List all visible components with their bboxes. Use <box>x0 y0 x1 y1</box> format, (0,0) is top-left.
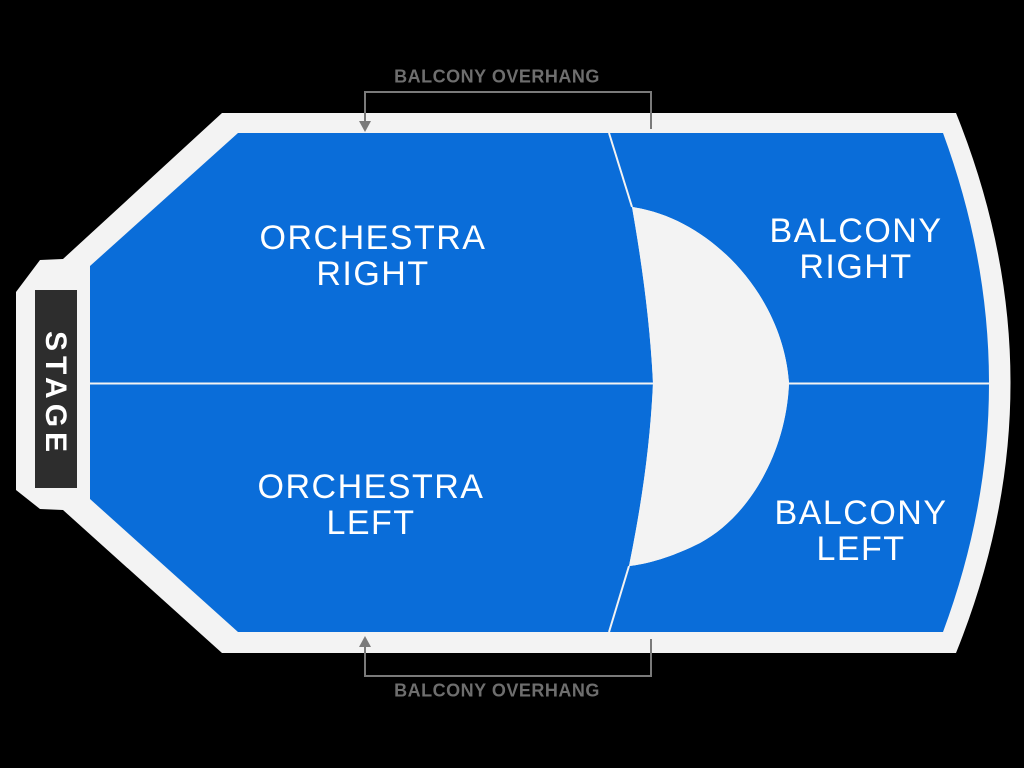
balcony-overhang-label-top: BALCONY OVERHANG <box>394 66 600 87</box>
section-balcony-right[interactable] <box>609 133 989 383</box>
section-orchestra-right[interactable] <box>90 133 653 383</box>
section-orchestra-left[interactable] <box>90 384 653 632</box>
orchestra-balcony-divider-top <box>608 132 633 208</box>
balcony-overhang-label-bottom: BALCONY OVERHANG <box>394 680 600 701</box>
arrow-up-icon <box>359 636 371 647</box>
section-balcony-left[interactable] <box>609 384 989 632</box>
arrow-down-icon <box>359 121 371 132</box>
stage <box>35 290 77 488</box>
orchestra-balcony-divider-bottom <box>608 565 630 633</box>
section-dividers <box>90 132 989 633</box>
balcony-overhang-bracket-top <box>364 91 652 129</box>
balcony-overhang-bracket-bottom <box>364 639 652 677</box>
balcony-front-cutout <box>629 207 789 566</box>
